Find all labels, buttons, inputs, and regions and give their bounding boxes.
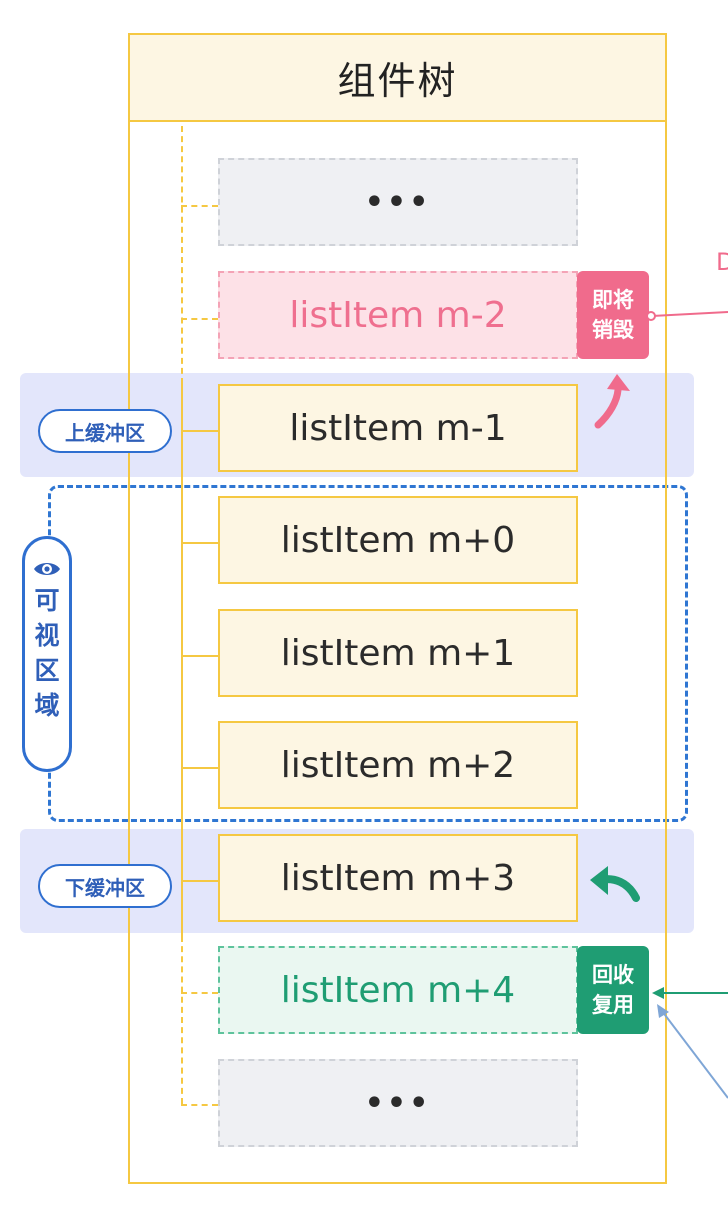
visible-area-label: 可视区域 <box>22 536 72 772</box>
list-item-m-plus-4: listItem m+4 <box>218 946 578 1034</box>
branch-connector <box>181 542 218 544</box>
branch-connector <box>181 430 218 432</box>
lower-buffer-label: 下缓冲区 <box>38 864 172 908</box>
list-item-placeholder-bottom: ••• <box>218 1059 578 1147</box>
eye-icon <box>34 563 60 575</box>
visible-area-label-char: 可 <box>34 586 60 615</box>
reuse-link-arrowhead <box>652 987 664 999</box>
tree-trunk-solid <box>181 384 183 936</box>
up-arrow-icon <box>594 374 630 429</box>
list-item-m-plus-3: listItem m+3 <box>218 834 578 922</box>
tree-trunk-dashed-top <box>181 126 183 384</box>
tree-trunk-dashed-bottom <box>181 936 183 1104</box>
destroy-link-line <box>651 311 728 317</box>
list-item-placeholder-top: ••• <box>218 158 578 246</box>
blue-link-line <box>661 1010 728 1099</box>
visible-area-label-char: 视 <box>34 621 60 650</box>
list-item-m-plus-1: listItem m+1 <box>218 609 578 697</box>
upper-buffer-label: 上缓冲区 <box>38 409 172 453</box>
branch-connector <box>181 880 218 882</box>
branch-connector <box>181 318 218 320</box>
list-item-m-minus-1: listItem m-1 <box>218 384 578 472</box>
reuse-tag: 回收 复用 <box>577 946 649 1034</box>
branch-connector <box>181 992 218 994</box>
branch-connector <box>181 767 218 769</box>
panel-title: 组件树 <box>128 33 667 122</box>
branch-connector <box>181 1104 218 1106</box>
list-item-m-plus-2: listItem m+2 <box>218 721 578 809</box>
branch-connector <box>181 205 218 207</box>
branch-connector <box>181 655 218 657</box>
visible-area-label-char: 区 <box>34 656 60 685</box>
list-item-m-minus-2: listItem m-2 <box>218 271 578 359</box>
reuse-arrow-icon <box>590 866 640 902</box>
destroy-tag: 即将 销毁 <box>577 271 649 359</box>
list-item-m-plus-0: listItem m+0 <box>218 496 578 584</box>
visible-area-label-char: 域 <box>34 691 60 720</box>
edge-cut-text: D <box>716 248 728 276</box>
blue-link-arrowhead <box>657 1004 669 1018</box>
destroy-link-dot <box>646 311 656 321</box>
